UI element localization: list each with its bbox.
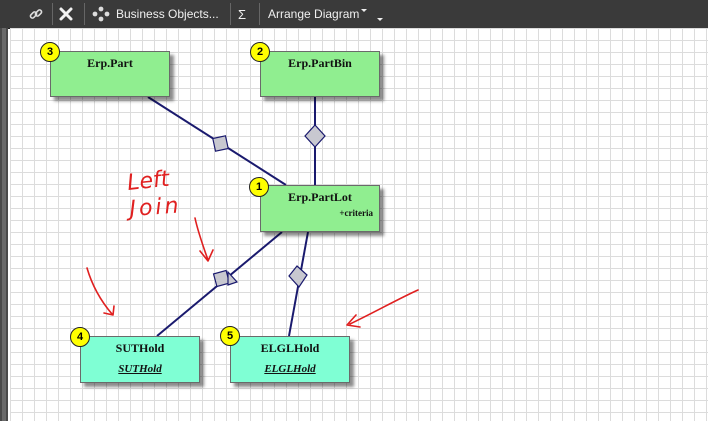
arrange-diagram-label: Arrange Diagram [268, 7, 360, 21]
node-alias-link[interactable]: SUTHold [118, 363, 162, 375]
toolbar-overflow-button[interactable] [376, 0, 386, 28]
node-alias-link[interactable]: ELGLHold [264, 363, 316, 375]
join-left-arrow-suthold [227, 270, 239, 286]
handwritten-arrow-to-suthold [86, 267, 115, 316]
handwritten-left-label: Left [126, 167, 172, 196]
entity-node-suthold[interactable]: SUTHold SUTHold [80, 336, 200, 383]
join-diamond-elglhold[interactable] [288, 265, 308, 288]
business-objects-button[interactable]: Business Objects... [92, 0, 219, 28]
arrange-diagram-dropdown[interactable]: Arrange Diagram [268, 0, 368, 28]
entity-node-erp-partbin[interactable]: Erp.PartBin [260, 51, 380, 97]
entity-node-erp-part[interactable]: Erp.Part [50, 51, 170, 97]
chevron-down-icon [377, 18, 383, 21]
caret-down-icon [361, 9, 368, 12]
delete-button[interactable] [58, 0, 80, 28]
toolbar-separator [259, 3, 260, 25]
join-diamond-suthold[interactable] [212, 269, 231, 288]
node-order-badge: 3 [40, 42, 60, 62]
sum-button[interactable]: Σ [238, 0, 252, 28]
link-tool-button[interactable] [28, 0, 48, 28]
criteria-label: +criteria [339, 208, 373, 218]
entity-node-elglhold[interactable]: ELGLHold ELGLHold [230, 336, 350, 383]
join-diamond-part[interactable] [212, 135, 229, 152]
business-objects-label: Business Objects... [116, 7, 219, 21]
sigma-icon: Σ [238, 6, 247, 22]
toolbar-separator [52, 3, 53, 25]
handwritten-arrow-to-elglhold [346, 289, 419, 328]
chain-link-icon [29, 9, 43, 19]
node-order-badge: 5 [220, 326, 240, 346]
node-title: Erp.PartBin [288, 56, 352, 70]
node-order-badge: 4 [70, 327, 90, 347]
node-title: Erp.PartLot [288, 190, 352, 204]
handwritten-arrow-to-join [194, 217, 214, 262]
close-icon [59, 7, 73, 21]
node-title: Erp.Part [87, 56, 133, 70]
node-order-badge: 2 [250, 42, 270, 62]
node-order-badge: 1 [249, 177, 269, 197]
handwritten-join-label: Join [125, 193, 183, 222]
left-panel-splitter-grip [2, 28, 6, 421]
toolbar-separator [230, 3, 231, 25]
node-title: ELGLHold [260, 341, 320, 355]
toolbar-separator [84, 3, 85, 25]
entity-node-erp-partlot[interactable]: Erp.PartLot +criteria [260, 185, 380, 232]
node-title: SUTHold [115, 341, 165, 355]
join-diamond-partbin[interactable] [304, 124, 326, 148]
hierarchy-icon [92, 6, 110, 22]
